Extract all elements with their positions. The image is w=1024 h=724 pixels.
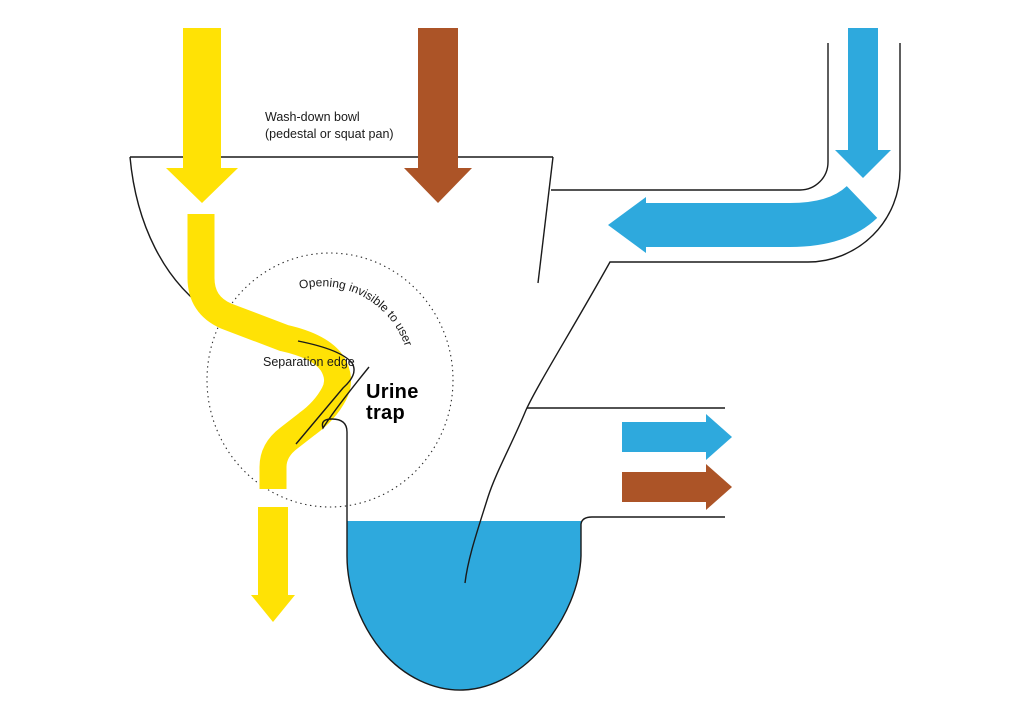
urine-trap-label: Urine trap bbox=[366, 381, 419, 424]
separation-edge-line bbox=[295, 340, 355, 445]
flush-water-bend-band bbox=[646, 185, 878, 247]
urine-trap-highlight-circle bbox=[206, 252, 454, 508]
flush-water-outflow-arrow bbox=[622, 414, 732, 460]
urine-stream-path bbox=[187, 214, 351, 489]
separation-edge-label: Separation edge bbox=[263, 355, 355, 369]
trap-water bbox=[347, 521, 581, 691]
bowl-right-wall bbox=[537, 156, 554, 284]
feces-outflow-shaft bbox=[622, 472, 706, 502]
bowl-label-line1: Wash-down bowl bbox=[265, 110, 360, 124]
urine-trap-label-line1: Urine bbox=[366, 381, 419, 403]
flush-water-rim-arrowhead bbox=[608, 197, 646, 253]
feces-outflow-arrowhead bbox=[706, 464, 732, 510]
urine-inflow-arrow bbox=[166, 28, 238, 203]
feces-inflow-arrow bbox=[404, 28, 472, 203]
flush-pipe-inner-wall bbox=[551, 43, 829, 191]
flush-water-outflow-arrowhead bbox=[706, 414, 732, 460]
water-trap-outline bbox=[346, 432, 725, 691]
flush-pipe-outer-wall-and-weir bbox=[464, 43, 901, 584]
urine-trap-label-line2: trap bbox=[366, 402, 405, 424]
feces-outflow-arrow bbox=[622, 464, 732, 510]
bowl-label: Wash-down bowl (pedestal or squat pan) bbox=[265, 110, 394, 141]
bowl-label-line2: (pedestal or squat pan) bbox=[265, 127, 394, 141]
flush-water-inflow-arrow bbox=[835, 28, 891, 178]
flush-water-outflow-shaft bbox=[622, 422, 706, 452]
urine-channel-lower-wall bbox=[321, 366, 370, 433]
urine-outflow-arrowhead bbox=[251, 595, 295, 622]
